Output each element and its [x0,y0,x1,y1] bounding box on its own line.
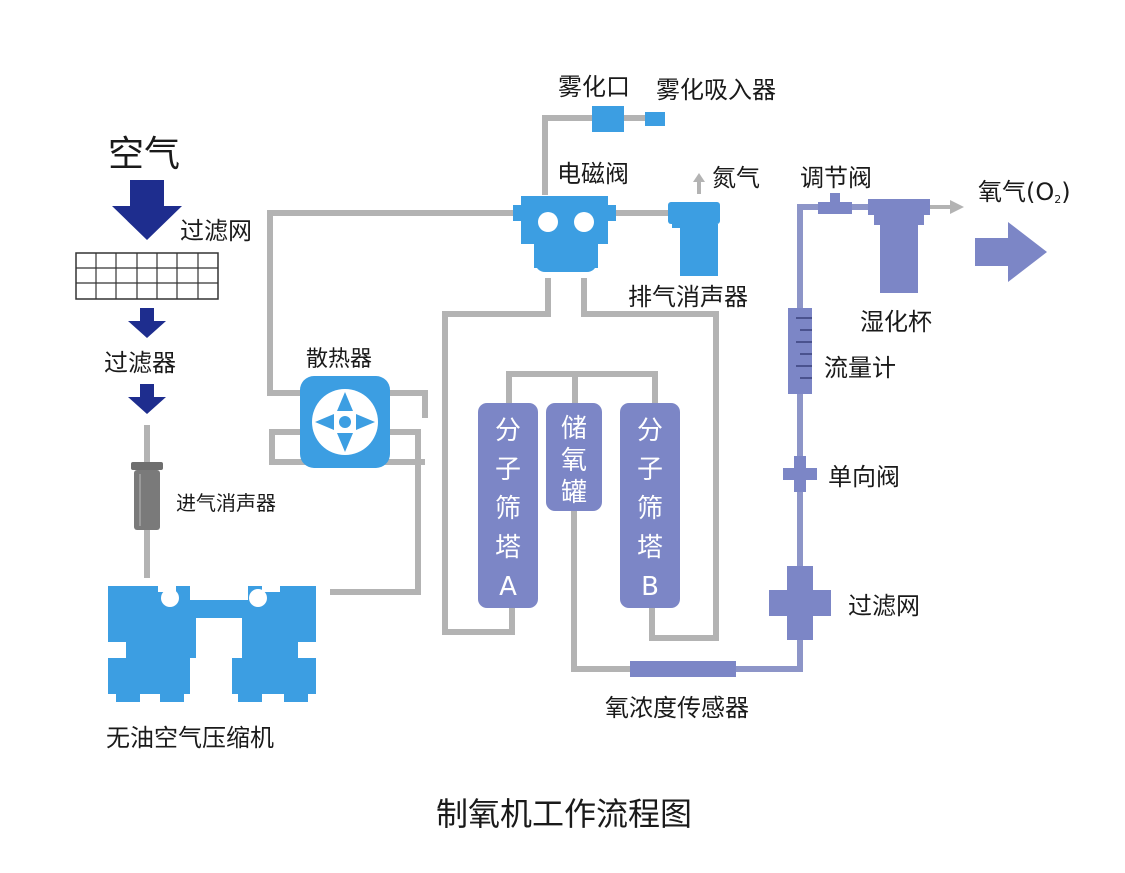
flow-arrow-to-filter [128,308,166,338]
exhaust-muffler-label: 排气消声器 [628,283,748,311]
tower-b-char: 塔 [637,533,663,563]
filter-net-grid [75,252,219,300]
filter-net-right-icon [769,566,831,640]
atomizer-port-label: 雾化口 [558,73,630,101]
flow-arrow-to-muffler [128,384,166,414]
tower-b-char: 筛 [637,494,663,524]
nitrogen-label: 氮气 [712,164,760,192]
tower-b-char: 分 [637,416,663,446]
air-label: 空气 [108,134,180,175]
oxygen-arrow-head [950,200,964,214]
oxygen-label-close: ) [1061,178,1070,206]
regulating-valve-icon [818,193,852,214]
oxygen-label-subscript: 2 [1054,193,1061,206]
flowmeter-to-regulating-valve-pipe [797,204,820,310]
tank-char: 储 [561,414,587,444]
nitrogen-arrow-head [693,173,705,182]
intake-muffler-label: 进气消声器 [176,491,276,515]
sensor-to-filter-pipe [735,638,803,672]
regulating-valve-label: 调节阀 [800,164,872,192]
tank-char: 氧 [561,446,587,476]
check-valve-icon [783,456,817,492]
compressor-icon [108,586,316,702]
solenoid-valve-label: 电磁阀 [557,160,629,188]
compressor-label: 无油空气压缩机 [106,724,274,752]
flowmeter-icon [788,308,812,394]
solenoid-to-tower-b-pipe [581,278,719,641]
atomizer-inhaler-label: 雾化吸入器 [656,76,776,104]
filter-label: 过滤器 [104,349,176,377]
diagram-caption: 制氧机工作流程图 [436,795,692,833]
tower-a-char: 子 [495,455,521,485]
flowmeter-label: 流量计 [824,354,896,382]
solenoid-valve-icon [513,196,616,272]
solenoid-to-tower-a-pipe [442,278,551,635]
humidifier-label: 湿化杯 [860,308,932,336]
filter-net-right-label: 过滤网 [848,592,920,620]
tower-a-char: 筛 [495,494,521,524]
oxygen-label-main: 氧气(O [978,178,1054,206]
air-inflow-arrow [112,180,182,240]
tower-b-char: 子 [637,455,663,485]
tower-b: 分 子 筛 塔 B [620,403,680,608]
oxygen-label: 氧气(O2) [978,178,1071,206]
oxygen-sensor-label: 氧浓度传感器 [605,694,749,722]
tank-char: 罐 [561,478,587,508]
solenoid-to-atomizer-pipe [542,115,592,195]
oxygen-output-arrow [975,222,1047,282]
humidifier-icon [868,199,930,293]
radiator-to-solenoid-pipe [267,210,520,418]
tower-a-char: 塔 [495,533,521,563]
tower-top-manifold [506,371,658,403]
atomizer-inhaler-icon [645,112,665,126]
tower-a: 分 子 筛 塔 A [478,403,538,608]
tower-b-char: B [641,572,659,602]
oxygen-storage-tank: 储 氧 罐 [546,403,602,511]
filter-net-top-label: 过滤网 [180,217,252,245]
tank-to-sensor-pipe [571,510,632,672]
tower-a-char: A [499,572,517,602]
intake-muffler-icon [131,462,163,530]
gray-pipes [144,115,964,672]
check-valve-label: 单向阀 [828,463,900,491]
atomizer-port-icon [592,106,624,132]
oxygen-sensor-icon [630,661,736,677]
radiator-icon [300,376,390,468]
purple-pipes [735,204,870,672]
tower-a-char: 分 [495,416,521,446]
exhaust-muffler-icon [668,202,720,276]
radiator-label: 散热器 [306,347,372,372]
